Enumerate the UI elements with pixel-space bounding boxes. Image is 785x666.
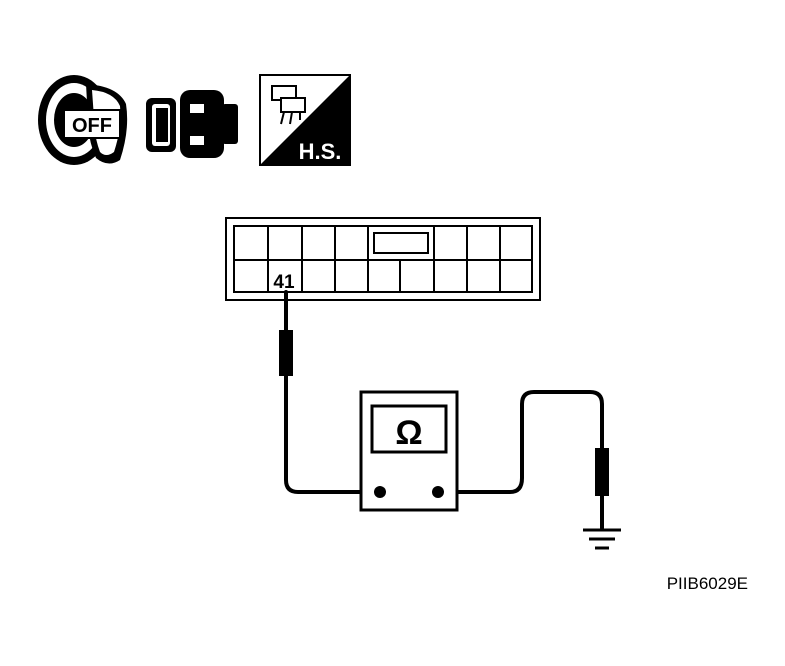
ignition-key-off-label: OFF	[72, 115, 112, 137]
harness-connector-icon	[271, 85, 306, 125]
harness-side-icon: H.S.	[259, 74, 351, 166]
figure-id: PIIB6029E	[667, 574, 748, 593]
harness-connector-face	[225, 217, 541, 301]
negative-test-lead	[436, 390, 604, 530]
ohmmeter: Ω	[359, 390, 459, 512]
positive-test-lead	[284, 290, 382, 494]
negative-probe-tip	[595, 448, 609, 496]
ohmmeter-negative-terminal	[432, 486, 444, 498]
ohmmeter-positive-terminal	[374, 486, 386, 498]
connector-cavity-dividers-bottom	[267, 260, 501, 292]
connector-lock-tab	[373, 232, 429, 254]
harness-side-label: H.S.	[299, 139, 342, 164]
ignition-key-icon: OFF	[38, 75, 128, 165]
positive-probe-tip	[279, 330, 293, 376]
ground-symbol	[583, 528, 621, 550]
disconnect-connector-icon	[146, 90, 238, 158]
ohmmeter-symbol: Ω	[395, 414, 422, 452]
connector-cavity-dividers-top	[267, 226, 501, 260]
terminal-41-label: 41	[273, 272, 295, 293]
test-lead-wires	[284, 290, 604, 530]
